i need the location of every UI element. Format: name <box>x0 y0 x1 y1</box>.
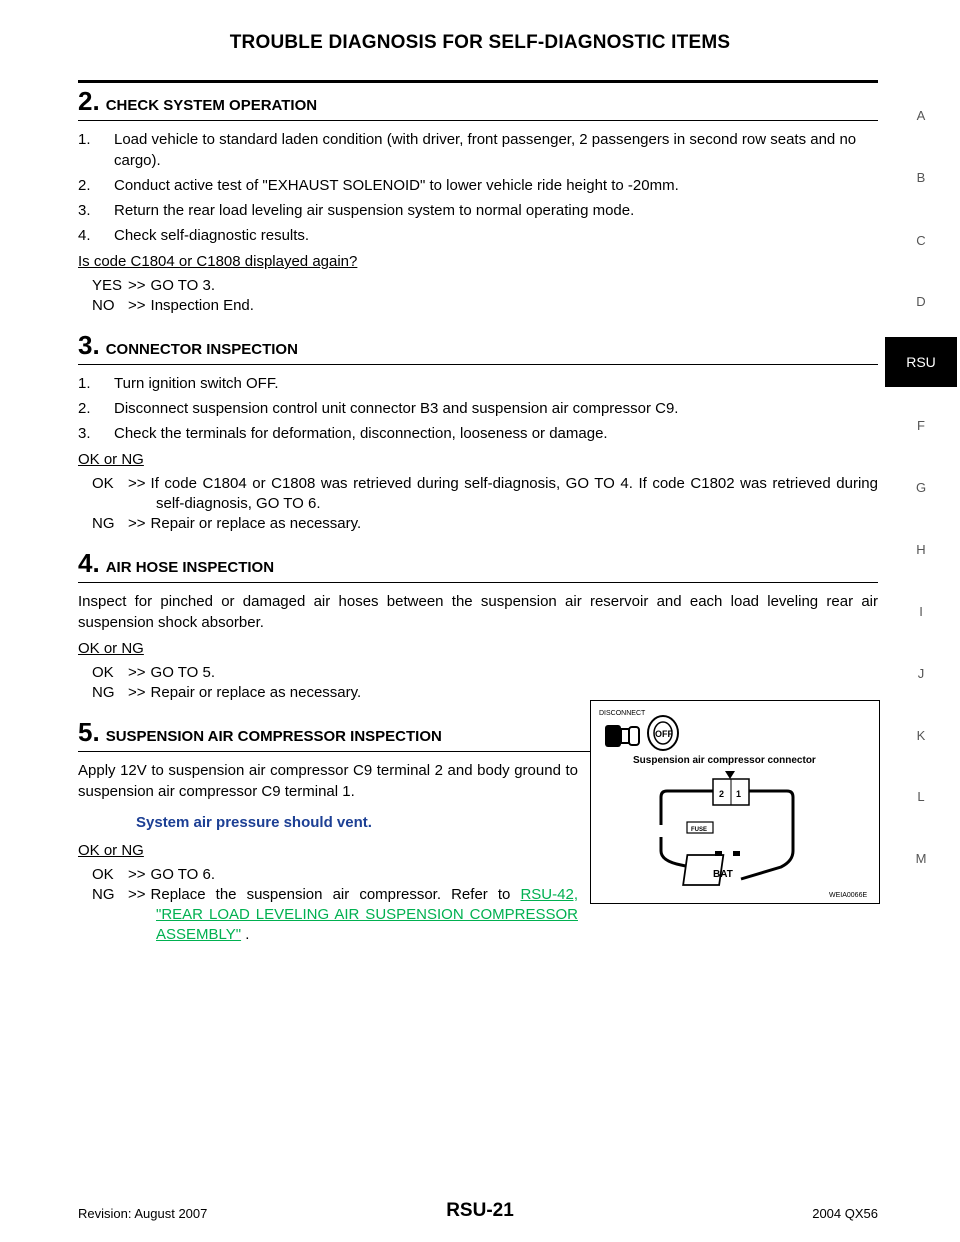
model-year: 2004 QX56 <box>812 1206 878 1221</box>
section-rule <box>78 582 878 583</box>
section-title: SUSPENSION AIR COMPRESSOR INSPECTION <box>105 728 442 745</box>
section-title: CHECK SYSTEM OPERATION <box>105 97 318 114</box>
answer-row: OK>>GO TO 6. <box>92 866 215 883</box>
off-label: OFF <box>655 729 673 739</box>
main-content: 2. CHECK SYSTEM OPERATION 1.Load vehicle … <box>78 86 878 945</box>
wiring-diagram-icon: DISCONNECT OFF Suspension air compressor… <box>599 710 867 899</box>
fuse-label: FUSE <box>691 827 707 833</box>
section-rule <box>78 751 878 752</box>
connector-label: Suspension air compressor connector <box>633 755 816 766</box>
answer-list: OK>>If code C1804 or C1808 was retrieved… <box>78 474 878 534</box>
index-tab-c[interactable]: C <box>916 233 926 248</box>
section-3-heading: 3. CONNECTOR INSPECTION <box>78 330 878 361</box>
section-title: CONNECTOR INSPECTION <box>105 341 298 358</box>
answer-row: NO>>Inspection End. <box>92 297 254 314</box>
fuse-icon <box>686 821 714 834</box>
disconnect-icon <box>605 725 640 747</box>
index-tab-rsu[interactable]: RSU <box>885 337 957 387</box>
answer-row: NG>>Replace the suspension air compresso… <box>92 886 578 943</box>
answer-list: OK>>GO TO 5. NG>>Repair or replace as ne… <box>78 663 878 703</box>
battery-icon <box>682 851 740 886</box>
index-tab-g[interactable]: G <box>915 480 927 495</box>
spec-note: System air pressure should vent. <box>136 814 372 831</box>
section-title: AIR HOSE INSPECTION <box>105 559 275 576</box>
section-number: 2. <box>78 86 100 116</box>
section-4-heading: 4. AIR HOSE INSPECTION <box>78 548 878 579</box>
list-item: 3.Check the terminals for deformation, d… <box>78 425 608 442</box>
section-rule <box>78 364 878 365</box>
section-rule <box>78 120 878 121</box>
list-item: 1.Turn ignition switch OFF. <box>78 375 279 392</box>
list-item: 3.Return the rear load leveling air susp… <box>78 202 635 219</box>
index-tab-m[interactable]: M <box>915 851 927 866</box>
section-2-heading: 2. CHECK SYSTEM OPERATION <box>78 86 878 117</box>
index-tab-f[interactable]: F <box>917 418 925 433</box>
pin-2-label: 2 <box>719 789 724 799</box>
answer-row: NG>>Repair or replace as necessary. <box>92 684 362 701</box>
list-item: 2.Disconnect suspension control unit con… <box>78 400 679 417</box>
answer-row: OK>>If code C1804 or C1808 was retrieved… <box>92 475 878 512</box>
answer-list: YES>>GO TO 3. NO>>Inspection End. <box>78 276 878 316</box>
section-number: 4. <box>78 548 100 578</box>
index-tab-b[interactable]: B <box>916 170 926 185</box>
index-tab-d[interactable]: D <box>916 294 926 309</box>
revision-date: Revision: August 2007 <box>78 1206 208 1221</box>
instruction-paragraph: Apply 12V to suspension air compressor C… <box>78 762 578 800</box>
instruction-paragraph: Inspect for pinched or damaged air hoses… <box>78 593 878 631</box>
answer-row: YES>>GO TO 3. <box>92 277 215 294</box>
decision-question: OK or NG <box>78 842 144 859</box>
reference-link[interactable]: RSU-42, "REAR LOAD LEVELING AIR SUSPENSI… <box>156 886 578 943</box>
step-list: 1.Turn ignition switch OFF. 2.Disconnect… <box>78 373 878 444</box>
answer-row: OK>>GO TO 5. <box>92 664 215 681</box>
pin-1-label: 1 <box>736 789 741 799</box>
index-tab-l[interactable]: L <box>917 789 925 804</box>
battery-label: BAT <box>713 869 733 880</box>
step-list: 1.Load vehicle to standard laden conditi… <box>78 129 878 246</box>
connector-icon <box>712 771 750 806</box>
index-tab-h[interactable]: H <box>916 542 926 557</box>
ignition-off-icon <box>647 715 679 751</box>
index-tab-i[interactable]: I <box>919 604 923 619</box>
connector-diagram: DISCONNECT OFF Suspension air compressor… <box>590 700 880 904</box>
index-tab-j[interactable]: J <box>917 666 925 681</box>
page-title: TROUBLE DIAGNOSIS FOR SELF-DIAGNOSTIC IT… <box>229 32 731 53</box>
list-item: 2.Conduct active test of "EXHAUST SOLENO… <box>78 177 679 194</box>
decision-question: OK or NG <box>78 451 144 468</box>
list-item: 1.Load vehicle to standard laden conditi… <box>78 131 857 169</box>
decision-question: Is code C1804 or C1808 displayed again? <box>78 253 358 270</box>
section-number: 3. <box>78 330 100 360</box>
disconnect-label: DISCONNECT <box>599 710 646 717</box>
answer-row: NG>>Repair or replace as necessary. <box>92 515 362 532</box>
list-item: 4.Check self-diagnostic results. <box>78 227 310 244</box>
section-5-heading: 5. SUSPENSION AIR COMPRESSOR INSPECTION <box>78 717 878 748</box>
index-tab-k[interactable]: K <box>916 728 926 743</box>
section-number: 5. <box>78 717 100 747</box>
figure-id: WEIA0066E <box>829 892 867 899</box>
index-tab-a[interactable]: A <box>916 108 926 123</box>
page-number: RSU-21 <box>446 1200 514 1221</box>
title-rule <box>78 80 878 83</box>
answer-list: OK>>GO TO 6. NG>>Replace the suspension … <box>78 865 578 945</box>
decision-question: OK or NG <box>78 640 144 657</box>
